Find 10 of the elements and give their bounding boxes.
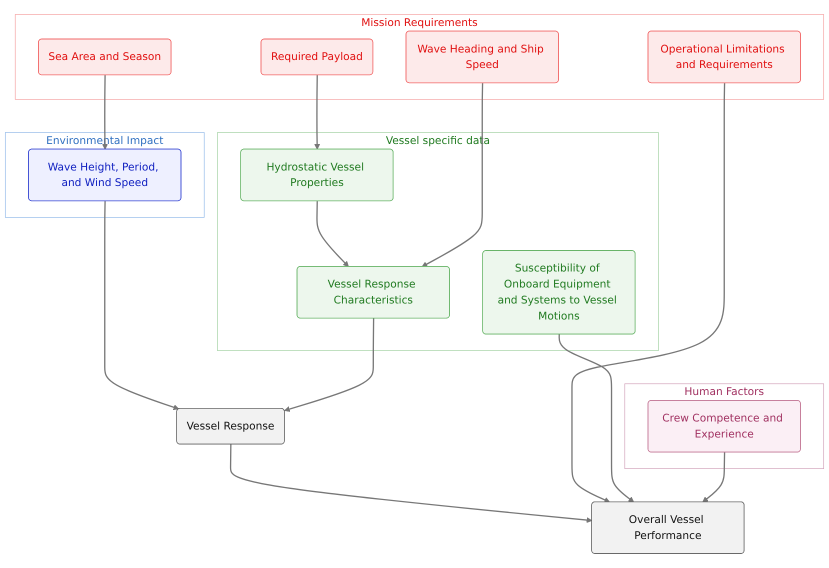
arrow (316, 201, 349, 268)
arrow (558, 334, 634, 502)
arrow (102, 75, 108, 150)
arrow (314, 75, 320, 150)
arrow (422, 83, 484, 268)
arrow (702, 452, 726, 502)
arrow (104, 201, 180, 410)
arrow (230, 444, 592, 523)
arrow (571, 83, 726, 503)
arrow (284, 318, 374, 412)
